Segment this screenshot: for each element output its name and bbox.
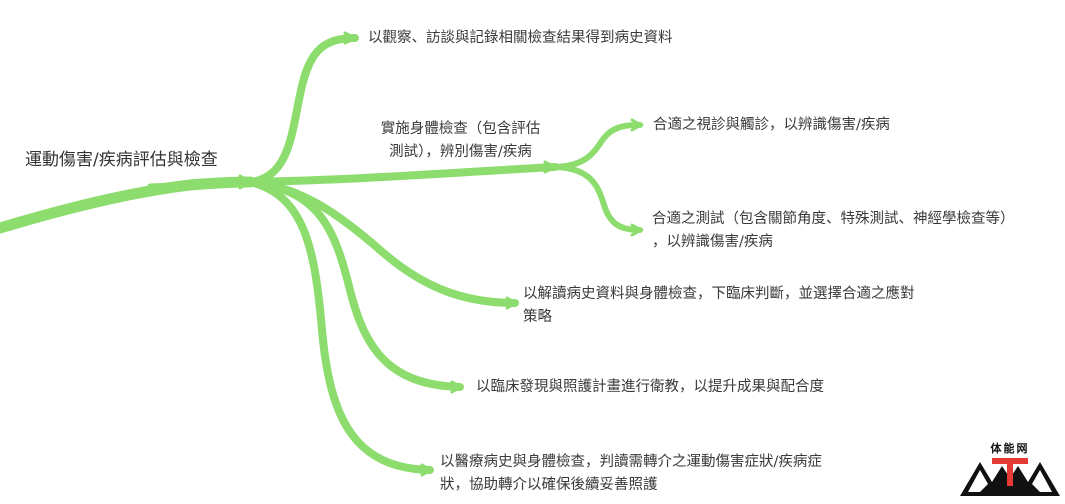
branch-history [246, 34, 359, 186]
node-physical-exam: 實施身體檢查（包含評估 測試），辨別傷害/疾病 [363, 118, 558, 164]
arrowhead-tests [630, 223, 645, 237]
node-clinical-judgement-line-2: 策略 [523, 309, 552, 325]
arrowhead-education [450, 380, 465, 394]
node-referral-line-2: 狀，協助轉介以確保後續妥善照護 [440, 477, 658, 493]
branch-palpation [552, 122, 643, 170]
node-education-line-1: 以臨床發現與照護計畫進行衛教，以提升成果與配合度 [476, 379, 824, 395]
arrowhead-exam [543, 160, 559, 174]
branch-trunk [0, 176, 256, 234]
node-history-line-1: 以觀察、訪談與記錄相關檢查結果得到病史資料 [368, 30, 673, 46]
branch-tests [552, 164, 643, 233]
node-education: 以臨床發現與照護計畫進行衛教，以提升成果與配合度 [476, 376, 824, 399]
node-special-tests: 合適之測試（包含關節角度、特殊測試、神經學檢查等） ，以辨識傷害/疾病 [652, 208, 1015, 254]
branch-exam [246, 163, 559, 186]
arrowhead-referral [420, 463, 435, 477]
node-palpation: 合適之視診與觸診，以辨識傷害/疾病 [653, 114, 890, 137]
node-clinical-judgement: 以解讀病史資料與身體檢查，下臨床判斷，並選擇合適之應對 策略 [523, 283, 915, 329]
branch-root-underline [147, 179, 253, 189]
node-physical-exam-line-1: 實施身體檢查（包含評估 [380, 121, 541, 137]
arrowhead-root [238, 174, 253, 190]
node-referral-line-1: 以醫療病史與身體檢查，判讀需轉介之運動傷害症狀/疾病症 [440, 454, 822, 470]
root-node-label: 運動傷害/疾病評估與檢查 [25, 150, 218, 170]
watermark-logo: 体能网 [958, 440, 1062, 500]
node-special-tests-line-2: ，以辨識傷害/疾病 [652, 234, 773, 250]
branch-education [246, 178, 464, 391]
arrowhead-palpation [630, 118, 645, 132]
node-physical-exam-line-2: 測試），辨別傷害/疾病 [389, 144, 532, 160]
arrowhead-history [343, 31, 359, 45]
watermark-logo-text: 体能网 [990, 442, 1030, 455]
branch-referral [246, 178, 434, 474]
node-referral: 以醫療病史與身體檢查，判讀需轉介之運動傷害症狀/疾病症 狀，協助轉介以確保後續妥… [440, 451, 822, 497]
arrowhead-judgement [505, 296, 520, 310]
branch-judgement [246, 178, 519, 307]
node-history: 以觀察、訪談與記錄相關檢查結果得到病史資料 [368, 27, 673, 50]
logo-mark-icon [960, 458, 1060, 496]
node-palpation-line-1: 合適之視診與觸診，以辨識傷害/疾病 [653, 117, 890, 133]
node-clinical-judgement-line-1: 以解讀病史資料與身體檢查，下臨床判斷，並選擇合適之應對 [523, 286, 915, 302]
node-special-tests-line-1: 合適之測試（包含關節角度、特殊測試、神經學檢查等） [652, 211, 1015, 227]
